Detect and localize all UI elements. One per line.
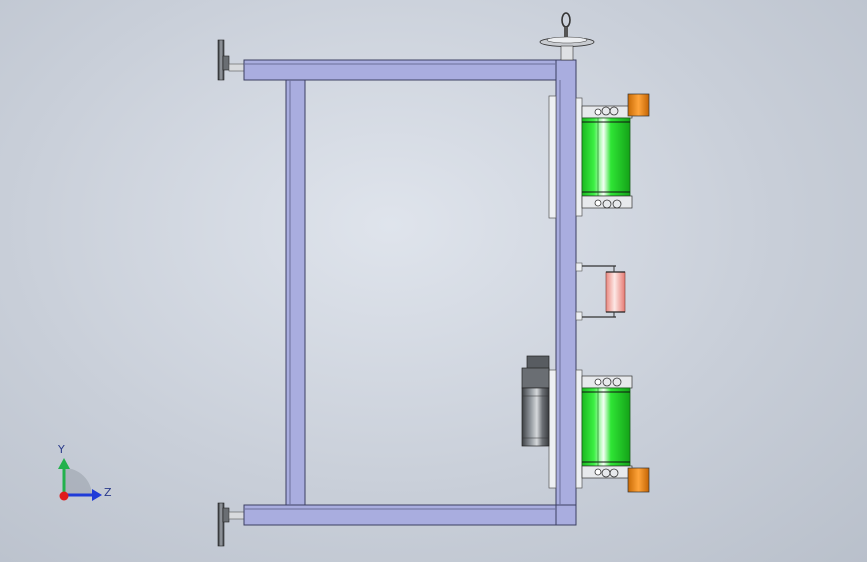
triad-y-label: Y (58, 443, 65, 456)
mounting-plate-bottom (548, 369, 557, 489)
drive-roller-bottom (581, 375, 650, 493)
handwheel (539, 12, 595, 61)
leveling-foot-bottom (217, 502, 245, 547)
triad-z-label: Z (104, 486, 112, 499)
orientation-triad[interactable] (58, 458, 102, 501)
leveling-foot-top (217, 39, 245, 81)
idler-roller (575, 262, 626, 321)
drive-roller-top (581, 93, 650, 209)
gear-motor (521, 355, 550, 447)
mounting-plate-top (548, 95, 557, 219)
main-frame (243, 59, 577, 526)
x-axis-dot (59, 491, 69, 501)
